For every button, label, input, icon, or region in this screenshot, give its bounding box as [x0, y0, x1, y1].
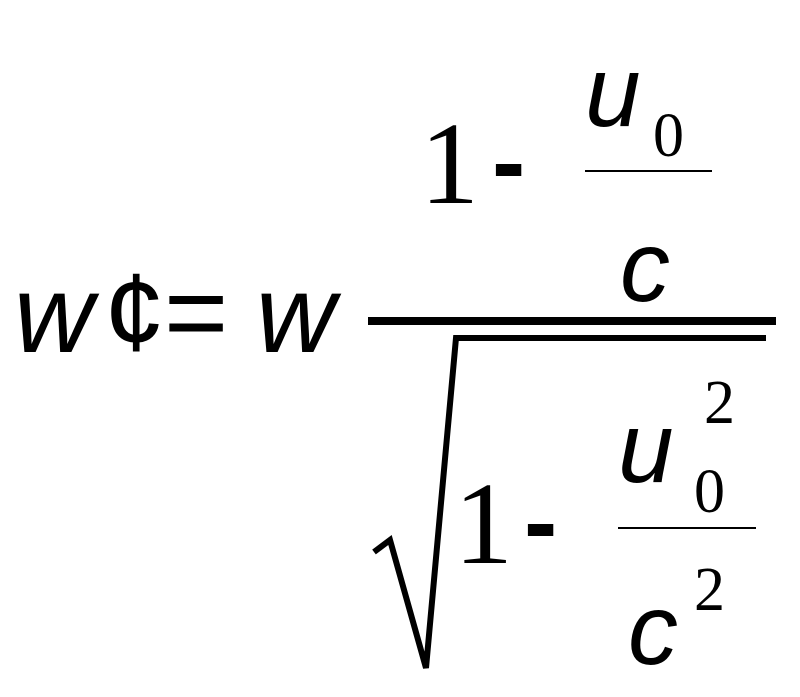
denominator-c: c	[628, 574, 678, 686]
denominator-u: u	[618, 392, 674, 504]
rhs-omega: w	[256, 253, 342, 376]
lhs-equals: =	[164, 251, 228, 374]
numerator-minus: -	[492, 106, 525, 218]
numerator-u: u	[585, 36, 641, 148]
denominator-u-subscript: 0	[694, 458, 725, 526]
numerator-c: c	[620, 211, 670, 323]
square-root-sign	[372, 335, 766, 669]
lhs-omega: w	[14, 253, 100, 376]
numerator-one: 1	[420, 98, 479, 229]
numerator-u-subscript: 0	[653, 102, 684, 170]
lhs-prime: ¢	[104, 251, 165, 374]
denominator-u-superscript: 2	[704, 369, 735, 437]
denominator-one: 1	[454, 458, 513, 589]
denominator-c-superscript: 2	[694, 556, 725, 624]
denominator-minus: -	[524, 466, 557, 578]
